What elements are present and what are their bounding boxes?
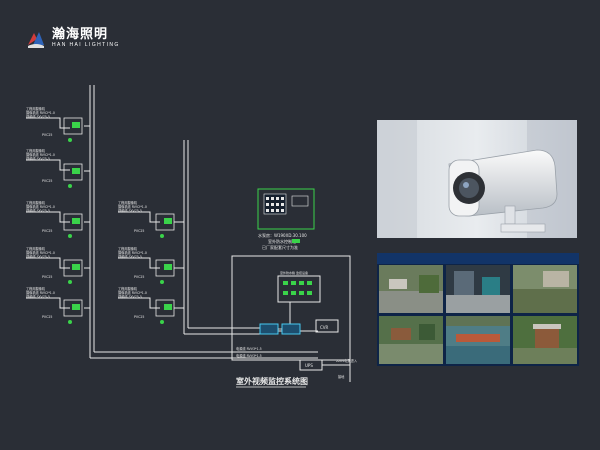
- camera-label-2: 摄像机线 RVV2*1.0: [26, 250, 55, 255]
- camera-label-3: 视频线 SYV75-5: [26, 294, 50, 299]
- camera-label-1: 工程用摄像机: [26, 148, 46, 153]
- video-wall-grid: [377, 265, 579, 364]
- camera-label-1: 工程用摄像机: [26, 106, 46, 111]
- cctv-camera-icon: [448, 149, 558, 233]
- control-box-label-2: 室外防水控制箱: [268, 238, 296, 244]
- video-feed-tile[interactable]: [446, 316, 510, 364]
- camera-label-1: 工程用摄像机: [118, 286, 138, 291]
- camera-label-3: 视频线 SYV75-5: [26, 208, 50, 213]
- camera-box-label: PVC25: [42, 229, 52, 233]
- diagram-title: 室外视频监控系统图: [236, 376, 308, 386]
- cvr-label: CVR: [320, 325, 329, 330]
- camera-label-3: 视频线 SYV75-5: [118, 208, 142, 213]
- monitoring-screen: [377, 253, 579, 366]
- camera-box-label: PVC25: [42, 315, 52, 319]
- control-box-indicator: [292, 239, 300, 243]
- camera-box-label: PVC25: [42, 133, 52, 137]
- camera-label-3: 视频线 SYV75-5: [118, 254, 142, 259]
- camera-label-1: 工程用摄像机: [118, 246, 138, 251]
- brand-name-en: HAN HAI LIGHTING: [52, 42, 120, 48]
- camera-box-label: PVC25: [134, 229, 144, 233]
- brand-name-cn: 瀚海照明: [52, 27, 109, 42]
- camera-box-label: PVC25: [42, 179, 52, 183]
- video-feed-tile[interactable]: [379, 265, 443, 313]
- camera-label-2: 摄像机线 RVV2*1.0: [26, 110, 55, 115]
- camera-box-label: PVC25: [42, 275, 52, 279]
- cable-label-2: 电源线 RVV3*1.5: [236, 353, 262, 358]
- video-feed-tile[interactable]: [513, 265, 577, 313]
- camera-box-label: PVC25: [134, 315, 144, 319]
- camera-label-2: 摄像机线 RVV2*1.0: [26, 290, 55, 295]
- camera-label-3: 视频线 SYV75-5: [26, 156, 50, 161]
- camera-label-2: 摄像机线 RVV2*1.0: [118, 290, 147, 295]
- camera-label-2: 摄像机线 RVV2*1.0: [26, 152, 55, 157]
- ups-label: UPS: [305, 363, 313, 368]
- camera-label-1: 工程用摄像机: [26, 200, 46, 205]
- control-box: [257, 188, 315, 230]
- video-feed-tile[interactable]: [513, 316, 577, 364]
- video-feed-tile[interactable]: [446, 265, 510, 313]
- brand-logo-icon: [28, 31, 44, 48]
- monitoring-header: [377, 253, 579, 264]
- cable-label-1: 电源线 RVV3*1.5: [236, 346, 262, 351]
- ground-label: 接地: [338, 374, 345, 379]
- brand-logo: 瀚海照明 HAN HAI LIGHTING: [26, 28, 120, 49]
- camera-label-3: 视频线 SYV75-5: [118, 294, 142, 299]
- camera-label-2: 摄像机线 RVV2*1.0: [118, 204, 147, 209]
- center-box-title: 室外防水箱 监控设备: [280, 270, 308, 275]
- camera-label-3: 视频线 SYV75-5: [26, 254, 50, 259]
- control-box-label-1: 水泵房：W190XD.30.100: [258, 232, 307, 238]
- control-box-label-3: 已厂家配套尺寸为准: [262, 244, 298, 250]
- camera-photo: [377, 120, 577, 238]
- power-label: 220V电源进入: [336, 358, 358, 363]
- video-feed-tile[interactable]: [379, 316, 443, 364]
- camera-label-3: 视频线 SYV75-5: [26, 114, 50, 119]
- camera-label-1: 工程用摄像机: [26, 286, 46, 291]
- camera-label-2: 摄像机线 RVV2*1.0: [118, 250, 147, 255]
- camera-label-1: 工程用摄像机: [118, 200, 138, 205]
- camera-label-2: 摄像机线 RVV2*1.0: [26, 204, 55, 209]
- network-switch: [259, 323, 301, 335]
- camera-box-label: PVC25: [134, 275, 144, 279]
- camera-label-1: 工程用摄像机: [26, 246, 46, 251]
